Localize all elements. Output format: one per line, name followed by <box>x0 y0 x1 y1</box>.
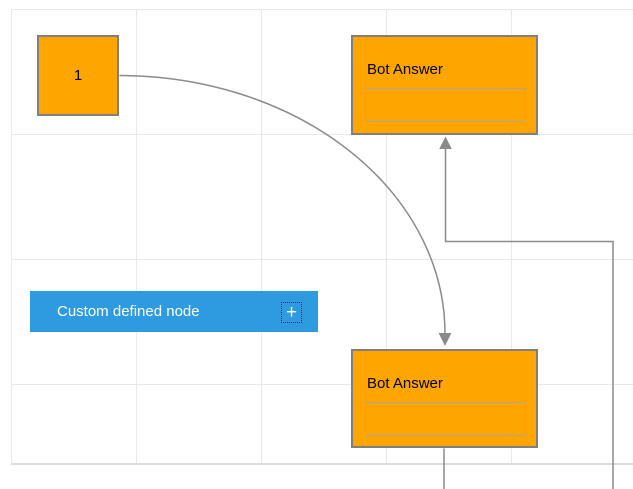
add-icon: + <box>285 302 298 323</box>
bot-answer-title: Bot Answer <box>367 375 443 392</box>
answer-input-box[interactable] <box>365 88 526 122</box>
add-port-button[interactable]: + <box>281 302 302 323</box>
node-bot-answer-bottom[interactable]: Bot Answer <box>351 349 538 448</box>
bot-answer-title: Bot Answer <box>367 61 443 78</box>
node-custom-defined[interactable]: Custom defined node + <box>30 291 318 332</box>
answer-input-box[interactable] <box>365 402 526 436</box>
node-start-label: 1 <box>73 67 83 84</box>
orthogonal-connector[interactable] <box>444 148 614 489</box>
arrowhead-down-icon <box>438 333 452 346</box>
node-bot-answer-top[interactable]: Bot Answer <box>351 35 538 135</box>
curved-connector[interactable] <box>119 74 446 334</box>
arrowhead-up-icon <box>439 136 452 149</box>
custom-node-label: Custom defined node <box>57 303 200 320</box>
node-start[interactable]: 1 <box>37 35 119 116</box>
